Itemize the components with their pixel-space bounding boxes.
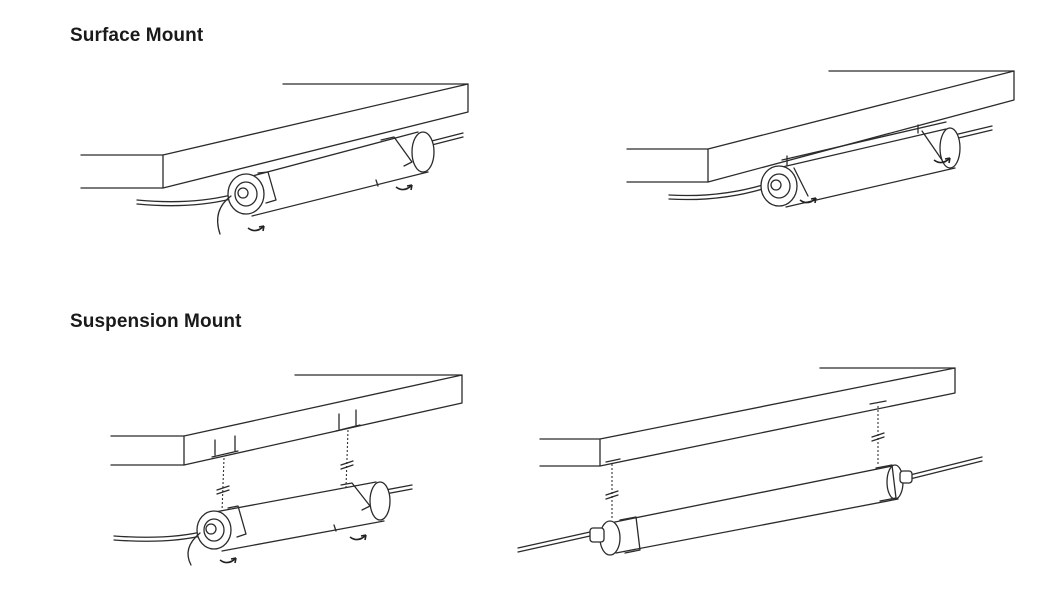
power-cable	[136, 194, 232, 203]
mounting-clip	[257, 171, 277, 204]
suspension-mount-heading: Suspension Mount	[70, 311, 242, 332]
ceiling-slab	[80, 83, 469, 189]
ceiling-bracket	[211, 435, 239, 458]
rotate-arrow-icon	[247, 225, 265, 232]
power-cable	[113, 530, 206, 538]
ceiling-bracket	[605, 400, 887, 463]
rotate-arrow-icon	[219, 557, 237, 564]
power-cable	[668, 183, 767, 197]
mounting-clip	[793, 167, 809, 197]
light-tube	[760, 121, 961, 208]
ceiling-slab	[110, 374, 463, 466]
light-tube	[196, 481, 391, 552]
light-tube	[227, 131, 435, 217]
suspension-wire	[221, 457, 225, 513]
lead-wire	[217, 195, 232, 235]
surface-mount-left-figure	[80, 83, 469, 235]
mounting-clip	[227, 505, 247, 538]
rotate-arrow-icon	[395, 184, 413, 191]
rotate-arrow-icon	[349, 534, 367, 541]
suspension-mount-right-figure	[517, 367, 983, 556]
lead-wire	[187, 532, 201, 566]
light-tube	[589, 464, 913, 556]
ceiling-slab	[539, 367, 956, 467]
suspension-mount-left-figure	[110, 374, 463, 566]
ceiling-slab	[626, 70, 1015, 183]
surface-mount-heading: Surface Mount	[70, 25, 204, 46]
power-cable	[517, 531, 591, 549]
surface-mount-right-figure	[626, 70, 1015, 208]
